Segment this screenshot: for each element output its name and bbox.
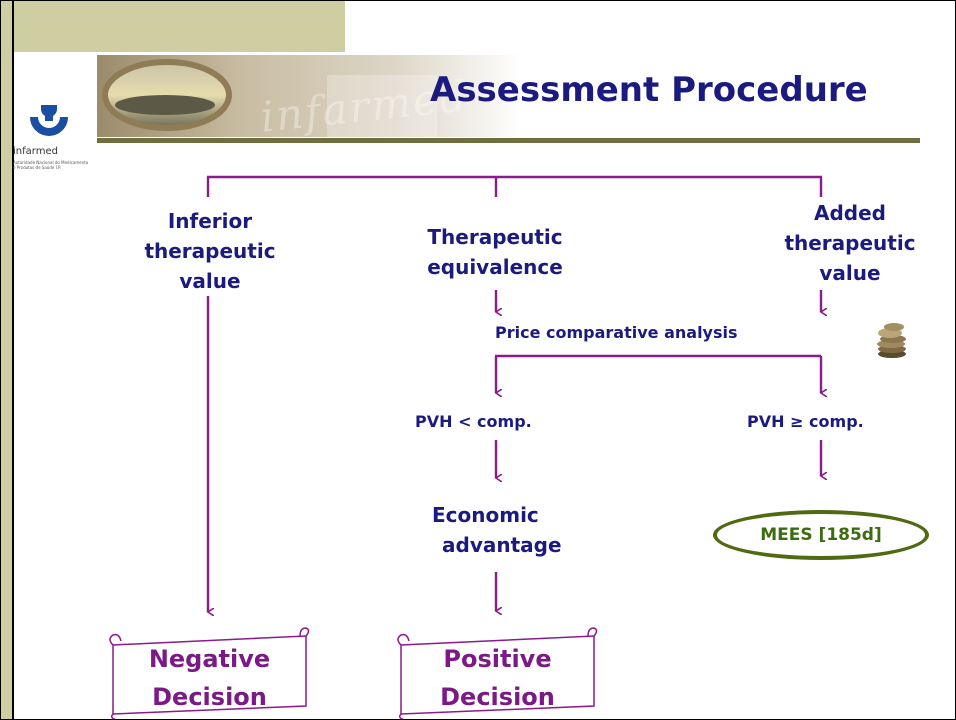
label-line: Economic <box>432 503 539 527</box>
decision-line: Negative <box>148 645 271 673</box>
positive-decision: Positive Decision <box>401 640 594 716</box>
label-line: value <box>179 269 241 293</box>
label-pvh-lower: PVH < comp. <box>415 412 532 431</box>
logo-text: infarmed <box>13 146 58 157</box>
logo-subtitle: Autoridade Nacional do Medicamento e Pro… <box>13 160 89 170</box>
label-line: therapeutic <box>784 231 916 255</box>
negative-scroll-frame <box>109 627 310 720</box>
top-band <box>12 0 345 52</box>
label-inferior-therapeutic-value: Inferior therapeutic value <box>140 206 280 296</box>
label-line: Added <box>814 201 886 225</box>
mees-oval: MEES [185d] <box>713 510 929 560</box>
label-line: advantage <box>442 533 562 557</box>
banner-image <box>97 55 522 137</box>
label-price-comparative-analysis: Price comparative analysis <box>495 323 738 342</box>
logo-mark <box>30 105 68 136</box>
decision-line: Positive <box>443 645 552 673</box>
decision-line: Decision <box>152 683 267 711</box>
label-therapeutic-equivalence: Therapeutic equivalence <box>410 222 580 282</box>
infarmed-logo: infarmed Autoridade Nacional do Medicame… <box>12 54 98 170</box>
label-added-therapeutic-value: Added therapeutic value <box>765 198 935 288</box>
positive-scroll-frame <box>397 627 598 720</box>
left-band <box>0 0 12 720</box>
left-rule <box>12 0 14 720</box>
label-pvh-higher: PVH ≥ comp. <box>747 412 864 431</box>
decision-line: Decision <box>440 683 555 711</box>
label-line: Therapeutic <box>427 225 563 249</box>
title-underline <box>97 138 920 143</box>
label-line: Inferior <box>167 209 253 233</box>
coins-icon <box>877 323 906 358</box>
page-title: Assessment Procedure <box>430 70 868 110</box>
label-line: value <box>819 261 881 285</box>
label-economic-advantage: Economic advantage <box>420 500 580 560</box>
negative-decision: Negative Decision <box>113 640 306 716</box>
label-line: equivalence <box>427 255 563 279</box>
label-line: therapeutic <box>144 239 276 263</box>
